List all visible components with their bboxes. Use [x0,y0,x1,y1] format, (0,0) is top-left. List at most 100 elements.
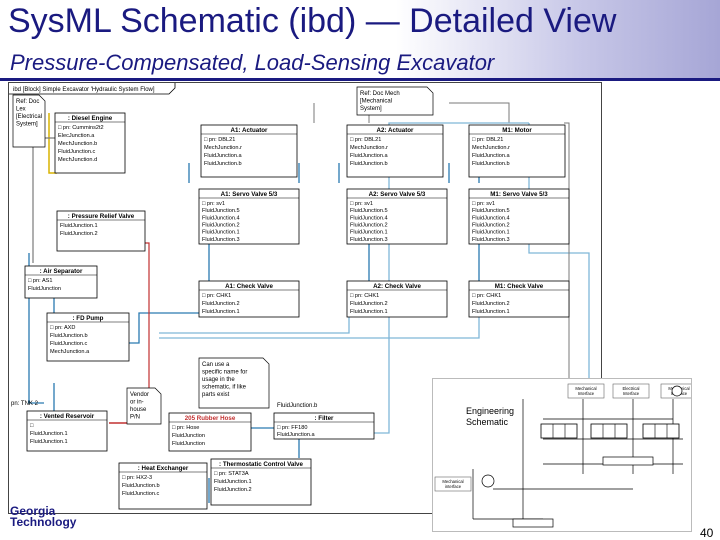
block-line: FluidJunction.2 [350,223,388,229]
block-line: FluidJunction.4 [472,215,510,221]
block-line: FluidJunction.3 [202,237,240,243]
block-line: FluidJunction.5 [350,208,388,214]
fluid-connector [28,253,44,404]
title-band [0,0,720,80]
block-title: A1: Check Valve [225,283,273,290]
block-frame [346,280,448,318]
block-frame [198,280,300,318]
diagram-header: ibd [Block] Simple Excavator 'Hydraulic … [13,87,155,93]
block-line: MechJunction.a [50,349,90,355]
note-line: Ref: Doc Mech [360,91,400,97]
note-line: Lex [16,107,26,113]
block-7: M1: Servo Valve 5/3□ pn: sv1FluidJunctio… [468,188,570,245]
mechanical-connector [32,137,57,263]
block-line: □ pn: CHK1 [472,293,501,299]
block-line: □ pn: CHK1 [350,293,379,299]
block-line: □ pn: Cummins2t2 [58,125,104,131]
block-13: : FD Pump□ pn: AXDFluidJunction.bFluidJu… [46,312,130,362]
interface-label: Interface [623,391,640,396]
block-line: FluidJunction.1 [30,431,68,437]
fluid-connector [159,313,350,334]
interface-box [567,383,605,399]
block-line: FluidJunction.1 [472,230,510,236]
block-frame [26,410,108,452]
block-title: : Heat Exchanger [138,465,189,472]
fluid-connector [374,122,529,434]
block-line: □ pn: AXD [50,325,75,331]
block-frame [56,210,146,252]
block-2: A1: Actuator□ pn: DBL21MechJunction.rFlu… [200,124,298,178]
block-title: A2: Servo Valve 5/3 [369,191,426,198]
block-title: : Air Separator [40,268,83,275]
motor-symbol [671,385,683,397]
block-line: FluidJunction.b [350,161,388,167]
block-frame [24,265,98,299]
block-8: : Pressure Relief ValveFluidJunction.1Fl… [56,210,146,252]
note-line: Ref: Doc [16,99,39,105]
block-line: FluidJunction.b [472,161,510,167]
block-title: : Pressure Relief Valve [68,213,135,220]
block-11: A2: Check Valve□ pn: CHK1FluidJunction.2… [346,280,448,318]
block-18: : Thermostatic Control Valve□ pn: STAT3A… [210,458,312,506]
slide-subtitle: Pressure-Compensated, Load-Sensing Excav… [10,50,495,75]
note-line: specific name for [202,370,247,376]
block-10: A1: Check Valve□ pn: CHK1FluidJunction.2… [198,280,300,318]
interface-label: Mechanical [442,479,463,484]
block-line: FluidJunction.a [350,153,389,159]
block-line: □ pn: AS1 [28,278,53,284]
block-line: □ pn: HX2-3 [122,475,152,481]
block-line: □ pn: DBL21 [204,137,235,143]
block-title: : Vented Reservoir [40,413,95,420]
title-rule [0,78,720,81]
block-line: FluidJunction.2 [214,487,252,493]
block-line: □ pn: CHK1 [202,293,231,299]
block-title: M1: Servo Valve 5/3 [490,191,548,198]
note-frame [126,387,162,425]
block-14: : Vented Reservoir□FluidJunction.1FluidJ… [26,410,108,452]
cylinder-symbol [602,456,654,466]
block-line: MechJunction.b [58,141,97,147]
note-line: System] [16,122,38,128]
block-line: FluidJunction.5 [472,208,510,214]
block-line: FluidJunction.1 [202,309,240,315]
note-line: parts exist [202,392,230,398]
block-line: ElecJunction.a [58,133,95,139]
block-line: FluidJunction.a [204,153,243,159]
fluid-connector [528,123,590,463]
ibd-diagram: ibd [Block] Simple Excavator 'Hydraulic … [9,83,590,510]
block-title: : Diesel Engine [68,115,113,122]
note-frame [198,357,270,409]
fluid-connector [159,313,480,339]
block-line: FluidJunction.a [472,153,511,159]
note-line: System] [360,106,382,112]
block-line: □ pn: FF180 [277,425,307,431]
block-line: FluidJunction.3 [350,237,388,243]
block-title: : FD Pump [73,315,104,322]
valve-symbol [642,423,680,439]
block-title: A2: Actuator [377,127,414,134]
note-frame [12,94,46,148]
note-line: Can use a [202,362,230,368]
block-line: FluidJunction.1 [350,230,388,236]
block-6: A2: Servo Valve 5/3□ pn: sv1FluidJunctio… [346,188,448,245]
block-frame [54,112,126,174]
interface-label: Interface [578,391,595,396]
block-line: MechJunction.r [350,145,388,151]
block-15: 205 Rubber Hose□ pn: HoseFluidJunctionFl… [168,412,252,452]
valve-symbol [540,423,578,439]
block-line: □ pn: sv1 [350,201,373,207]
block-line: FluidJunction.2 [472,223,510,229]
filter-port-label: FluidJunction.b [277,403,318,409]
block-line: □ pn: sv1 [472,201,495,207]
page-number: 40 [700,526,714,540]
block-line: FluidJunction.1 [60,223,98,229]
block-12: M1: Check Valve□ pn: CHK1FluidJunction.2… [468,280,570,318]
reservoir-symbol [512,518,554,528]
block-line: □ pn: Hose [172,425,199,431]
block-frame [273,412,375,440]
block-frame [468,280,570,318]
engineering-schematic-label: Engineering Schematic [466,406,515,427]
block-4: M1: Motor□ pn: DBL21MechJunction.rFluidJ… [468,124,566,178]
